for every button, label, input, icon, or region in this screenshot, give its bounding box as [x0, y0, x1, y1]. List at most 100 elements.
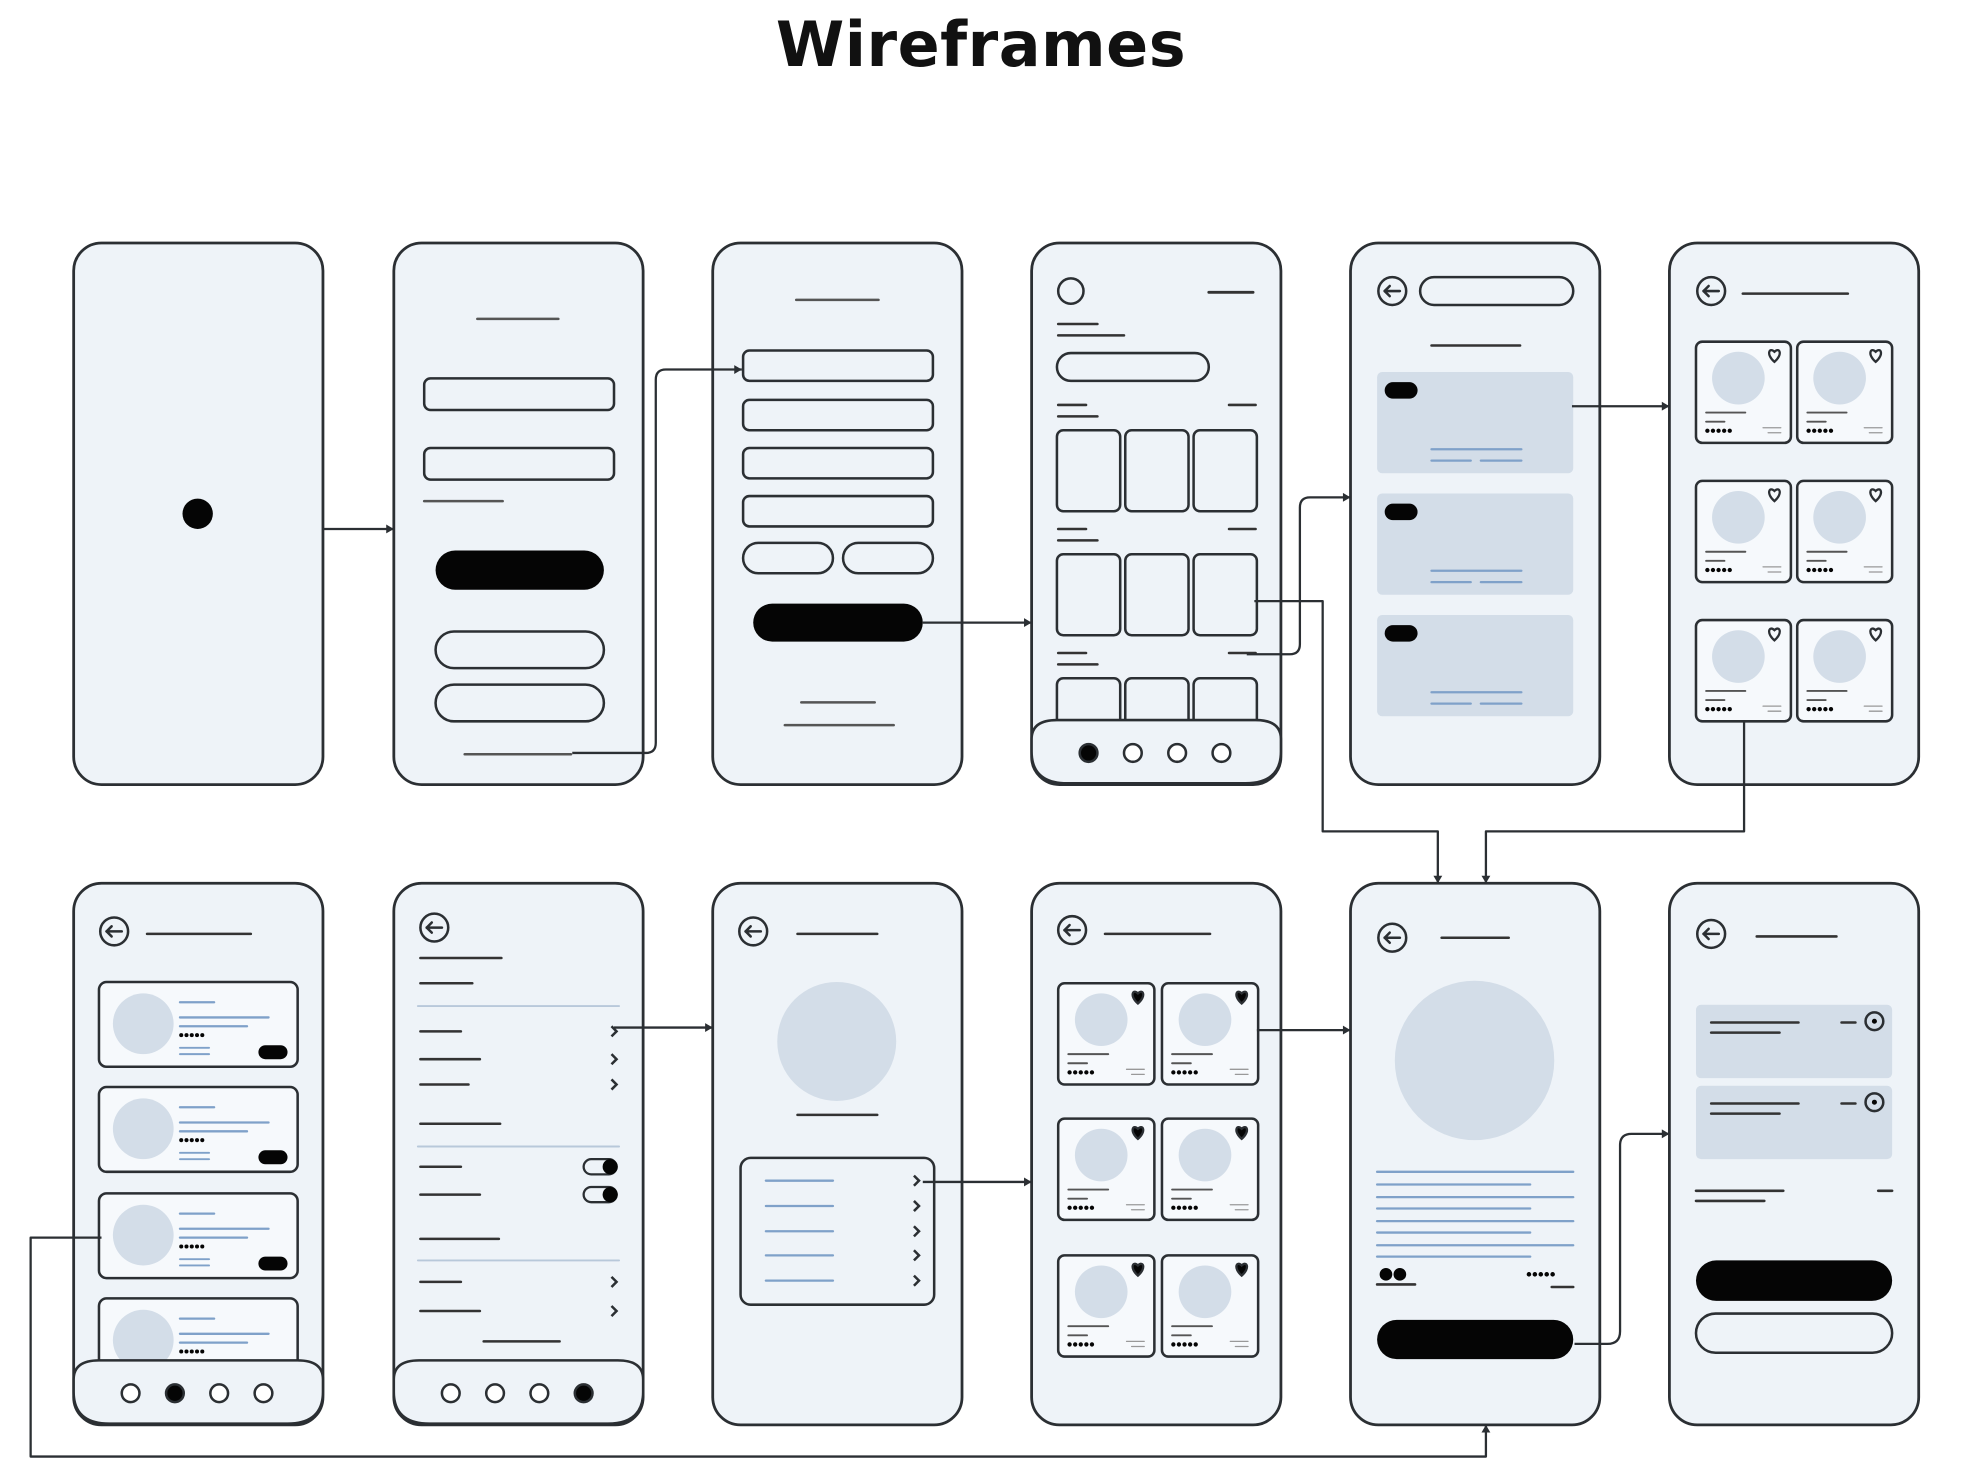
- back-circle[interactable]: [1377, 275, 1408, 307]
- back-circle[interactable]: [419, 912, 450, 943]
- nav-item-dot[interactable]: [1211, 742, 1232, 764]
- back-circle[interactable]: [1377, 922, 1408, 953]
- product-card[interactable]: [1160, 981, 1260, 1086]
- remove-item-button[interactable]: [1864, 1011, 1885, 1032]
- category-tile[interactable]: [1123, 553, 1190, 637]
- heart-icon[interactable]: [1768, 627, 1781, 642]
- product-card[interactable]: [1056, 981, 1156, 1086]
- toggle-knob[interactable]: [602, 1187, 618, 1203]
- nav-item-dot[interactable]: [120, 1383, 141, 1404]
- back-button[interactable]: [1377, 922, 1408, 953]
- toggle-switch[interactable]: [582, 1185, 618, 1204]
- back-button[interactable]: [1056, 914, 1088, 946]
- category-tile[interactable]: [1055, 428, 1122, 513]
- back-circle[interactable]: [1695, 918, 1727, 950]
- login-button[interactable]: [435, 550, 604, 590]
- result-card[interactable]: [1377, 372, 1574, 474]
- social-login-button[interactable]: [434, 630, 606, 670]
- chevron-right-icon[interactable]: [913, 1274, 921, 1287]
- result-card[interactable]: [1377, 615, 1574, 717]
- product-card[interactable]: [1160, 1117, 1260, 1222]
- chevron-right-icon[interactable]: [610, 1053, 619, 1066]
- back-button[interactable]: [738, 916, 769, 947]
- order-card[interactable]: [97, 1085, 299, 1174]
- signup-button[interactable]: [753, 603, 923, 642]
- product-card[interactable]: [1694, 618, 1793, 723]
- cart-item[interactable]: [1695, 1004, 1893, 1079]
- heart-icon[interactable]: [1869, 488, 1883, 503]
- add-to-cart-button[interactable]: [1377, 1319, 1574, 1360]
- product-card[interactable]: [1795, 618, 1894, 723]
- cart-item[interactable]: [1695, 1085, 1893, 1160]
- search-bar[interactable]: [1418, 275, 1575, 307]
- nav-item-dot[interactable]: [484, 1383, 506, 1404]
- avatar[interactable]: [1056, 277, 1085, 305]
- heart-icon[interactable]: [1235, 1126, 1249, 1141]
- back-button[interactable]: [1695, 918, 1727, 950]
- chevron-right-icon[interactable]: [913, 1249, 921, 1262]
- back-button[interactable]: [1695, 275, 1727, 307]
- form-input[interactable]: [741, 494, 935, 528]
- category-tile[interactable]: [1192, 553, 1259, 637]
- form-input-half[interactable]: [841, 541, 935, 575]
- heart-icon[interactable]: [1235, 1262, 1249, 1278]
- chevron-right-icon[interactable]: [913, 1225, 921, 1238]
- password-input[interactable]: [422, 446, 616, 481]
- chevron-right-icon[interactable]: [610, 1305, 619, 1317]
- heart-icon[interactable]: [1235, 990, 1249, 1006]
- result-card-bg[interactable]: [1377, 372, 1574, 474]
- back-circle[interactable]: [1056, 914, 1088, 946]
- toggle-switch[interactable]: [582, 1158, 618, 1176]
- color-swatch[interactable]: [1379, 1267, 1393, 1281]
- chevron-right-icon[interactable]: [913, 1200, 921, 1212]
- chevron-right-icon[interactable]: [610, 1078, 619, 1091]
- product-card[interactable]: [1694, 479, 1793, 584]
- form-input[interactable]: [741, 349, 935, 383]
- nav-item-dot[interactable]: [1122, 742, 1143, 764]
- nav-item-dot[interactable]: [253, 1383, 274, 1404]
- chevron-right-icon[interactable]: [610, 1025, 619, 1038]
- nav-item-dot[interactable]: [164, 1383, 186, 1404]
- nav-item-dot[interactable]: [440, 1383, 461, 1404]
- result-card[interactable]: [1377, 493, 1574, 595]
- order-card[interactable]: [97, 980, 299, 1069]
- toggle-knob[interactable]: [602, 1159, 618, 1175]
- category-tile[interactable]: [1123, 428, 1190, 513]
- email-input[interactable]: [422, 377, 616, 412]
- product-card[interactable]: [1795, 340, 1894, 445]
- product-card[interactable]: [1160, 1254, 1260, 1358]
- color-swatch[interactable]: [1393, 1267, 1407, 1281]
- result-card-bg[interactable]: [1377, 493, 1574, 595]
- nav-item-dot[interactable]: [209, 1383, 230, 1404]
- heart-icon[interactable]: [1869, 627, 1883, 642]
- back-button[interactable]: [98, 916, 130, 947]
- nav-item-dot[interactable]: [1078, 742, 1099, 764]
- product-card[interactable]: [1694, 340, 1793, 445]
- heart-icon[interactable]: [1768, 488, 1781, 503]
- result-card-bg[interactable]: [1377, 615, 1574, 717]
- heart-icon[interactable]: [1869, 349, 1883, 364]
- heart-icon[interactable]: [1768, 349, 1781, 364]
- back-circle[interactable]: [738, 916, 769, 947]
- continue-shopping-button[interactable]: [1694, 1312, 1894, 1355]
- heart-icon[interactable]: [1131, 990, 1145, 1006]
- nav-item-dot[interactable]: [573, 1383, 594, 1404]
- checkout-button[interactable]: [1695, 1260, 1893, 1301]
- product-card[interactable]: [1056, 1254, 1156, 1358]
- back-circle[interactable]: [1695, 275, 1727, 307]
- back-circle[interactable]: [98, 916, 130, 947]
- product-card[interactable]: [1795, 479, 1894, 584]
- product-card[interactable]: [1056, 1117, 1156, 1222]
- social-login-button[interactable]: [434, 683, 606, 723]
- chevron-right-icon[interactable]: [610, 1275, 619, 1288]
- nav-item-dot[interactable]: [529, 1383, 550, 1404]
- form-input-half[interactable]: [741, 541, 835, 575]
- back-button[interactable]: [419, 912, 450, 943]
- heart-icon[interactable]: [1131, 1126, 1145, 1141]
- category-tile[interactable]: [1192, 428, 1259, 513]
- category-tile[interactable]: [1055, 553, 1122, 637]
- chevron-right-icon[interactable]: [913, 1174, 921, 1187]
- heart-icon[interactable]: [1131, 1262, 1145, 1278]
- order-card[interactable]: [97, 1192, 299, 1280]
- form-input[interactable]: [741, 398, 935, 432]
